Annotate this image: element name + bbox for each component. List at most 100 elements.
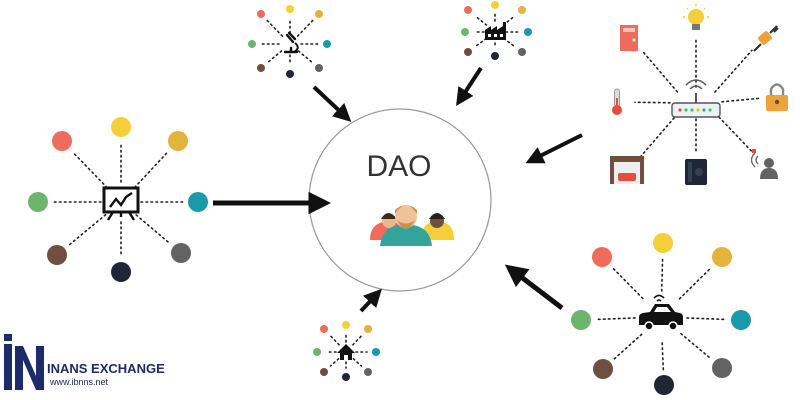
node-dot-green: [28, 192, 48, 212]
connector-line: [641, 49, 679, 93]
arrows-layer: [213, 66, 583, 313]
node-dot-navy: [286, 70, 294, 78]
thermometer-icon: [612, 88, 622, 115]
connector-line: [329, 357, 340, 367]
node-dot-teal: [188, 192, 208, 212]
node-dot-gold: [712, 247, 732, 267]
connector-line: [613, 333, 643, 360]
hub-home: [313, 321, 380, 381]
presentation-chart-icon: [102, 186, 140, 221]
connector-line: [135, 214, 171, 245]
connector-line: [266, 19, 284, 37]
connector-line: [714, 112, 755, 154]
node-dot-red: [592, 247, 612, 267]
logo-name: INANS EXCHANGE: [47, 361, 165, 376]
node-dot-yellow: [653, 233, 673, 253]
door-icon: [620, 25, 638, 51]
connector-line: [661, 342, 665, 371]
lightbulb-icon: [683, 4, 709, 30]
node-dot-gold: [315, 10, 323, 18]
node-dot-gray: [364, 368, 372, 376]
arrow-iot-to-dao: [525, 133, 583, 164]
connector-line: [595, 317, 636, 321]
hub-iot: [610, 4, 788, 185]
node-dot-yellow: [111, 117, 131, 137]
connector-line: [680, 332, 712, 360]
node-dot-brown: [47, 245, 67, 265]
connector-line: [71, 150, 108, 189]
node-dot-red: [320, 325, 328, 333]
connector-line: [67, 213, 107, 247]
connector-line: [686, 317, 727, 321]
connector-line: [352, 334, 363, 346]
node-dot-red: [464, 6, 472, 14]
connector-line: [296, 19, 314, 37]
node-dot-yellow: [286, 5, 294, 13]
connector-line: [611, 266, 644, 300]
people-group-icon: [370, 205, 454, 246]
connector-line: [474, 37, 487, 48]
hub-science: [248, 5, 331, 78]
padlock-icon: [766, 83, 788, 111]
inans-exchange-logo: INANS EXCHANGE www.ibnns.net: [4, 334, 165, 390]
logo-url: www.ibnns.net: [49, 377, 109, 387]
node-dot-teal: [323, 40, 331, 48]
node-dot-navy: [342, 373, 350, 381]
node-dot-yellow: [342, 321, 350, 329]
connector-line: [267, 50, 283, 64]
node-dot-green: [313, 348, 321, 356]
hubs-layer: [28, 1, 788, 395]
hub-vehicle: [571, 233, 751, 395]
node-dot-navy: [654, 375, 674, 395]
hub-analytics: [28, 117, 208, 282]
node-dot-gray: [171, 243, 191, 263]
node-dot-yellow: [491, 1, 499, 9]
connector-line: [133, 151, 169, 189]
node-dot-red: [52, 131, 72, 151]
connected-car-icon: [639, 294, 683, 331]
garage-icon: [610, 156, 644, 184]
connector-line: [721, 97, 760, 103]
connector-line: [474, 14, 488, 26]
dao-center: DAO: [308, 108, 492, 292]
connector-line: [714, 49, 753, 93]
factory-icon: [485, 22, 506, 40]
arrow-home-to-dao: [359, 288, 382, 313]
node-dot-gold: [364, 325, 372, 333]
node-dot-green: [571, 310, 591, 330]
dao-title: DAO: [366, 150, 431, 183]
wifi-router-icon: [671, 79, 721, 118]
plug-icon: [753, 25, 779, 52]
connector-line: [329, 334, 340, 346]
connector-line: [660, 257, 664, 292]
voice-user-icon: [750, 149, 778, 179]
node-dot-navy: [491, 52, 499, 60]
connector-line: [502, 14, 516, 26]
connector-line: [634, 101, 671, 104]
arrow-vehicle-to-dao: [504, 264, 564, 310]
node-dot-green: [248, 40, 256, 48]
node-dot-teal: [524, 28, 532, 36]
node-dot-brown: [593, 359, 613, 379]
microscope-icon: [283, 31, 299, 54]
node-dot-gold: [518, 6, 526, 14]
node-dot-navy: [111, 262, 131, 282]
connector-line: [297, 50, 313, 64]
node-dot-teal: [372, 348, 380, 356]
node-dot-gray: [518, 48, 526, 56]
node-dot-gray: [315, 64, 323, 72]
node-dot-gold: [168, 131, 188, 151]
node-dot-green: [461, 28, 469, 36]
connector-line: [639, 113, 679, 159]
node-dot-brown: [320, 368, 328, 376]
node-dot-teal: [731, 310, 751, 330]
connector-line: [352, 357, 363, 367]
arrow-industry-to-dao: [456, 66, 483, 107]
node-dot-gray: [712, 358, 732, 378]
node-dot-brown: [464, 48, 472, 56]
house-icon: [337, 344, 355, 360]
inans-logo-mark: [4, 334, 44, 390]
node-dot-brown: [257, 64, 265, 72]
hub-industry: [461, 1, 532, 60]
